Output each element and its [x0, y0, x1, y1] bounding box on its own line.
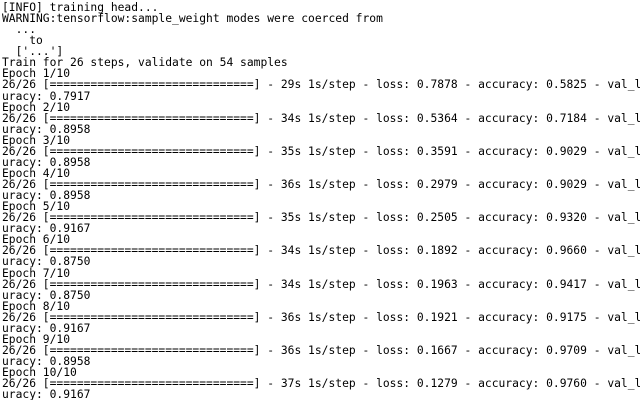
epoch-progress-line: 26/26 [==============================] -…: [2, 111, 640, 125]
epoch-progress-line: 26/26 [==============================] -…: [2, 178, 640, 191]
epoch-metrics-continuation-line: uracy: 0.9167: [2, 222, 91, 236]
epoch-header-line: Epoch 7/10: [2, 266, 71, 280]
log-header-line: Train for 26 steps, validate on 54 sampl…: [2, 56, 288, 70]
epoch-progress-line: 26/26 [==============================] -…: [2, 144, 640, 158]
log-header-line: [INFO] training head...: [2, 1, 159, 14]
epoch-metrics-continuation-line: uracy: 0.9167: [2, 321, 91, 335]
epoch-header-line: Epoch 1/10: [2, 67, 71, 81]
epoch-metrics-continuation-line: uracy: 0.7917: [2, 89, 91, 103]
log-header-line: ...: [2, 23, 37, 37]
epoch-metrics-continuation-line: uracy: 0.8750: [2, 288, 91, 302]
epoch-header-line: Epoch 3/10: [2, 133, 71, 147]
epoch-progress-line: 26/26 [==============================] -…: [2, 78, 640, 92]
epoch-progress-line: 26/26 [==============================] -…: [2, 277, 640, 291]
epoch-progress-line: 26/26 [==============================] -…: [2, 343, 640, 357]
epoch-header-line: Epoch 9/10: [2, 332, 71, 346]
epoch-header-line: Epoch 2/10: [2, 100, 71, 114]
epoch-metrics-continuation-line: uracy: 0.8958: [2, 355, 91, 368]
epoch-progress-line: 26/26 [==============================] -…: [2, 310, 640, 324]
epoch-progress-line: 26/26 [==============================] -…: [2, 244, 640, 258]
epoch-metrics-continuation-line: uracy: 0.8958: [2, 155, 91, 169]
epoch-header-line: Epoch 10/10: [2, 366, 77, 380]
log-header-line: to: [2, 34, 43, 48]
epoch-progress-line: 26/26 [==============================] -…: [2, 377, 640, 391]
epoch-metrics-continuation-line: uracy: 0.8958: [2, 122, 91, 136]
epoch-metrics-continuation-line: uracy: 0.8750: [2, 255, 91, 269]
log-header-line: ['...']: [2, 45, 64, 59]
epoch-header-line: Epoch 5/10: [2, 200, 71, 214]
epoch-progress-line: 26/26 [==============================] -…: [2, 211, 640, 225]
epoch-metrics-continuation-line: uracy: 0.8958: [2, 189, 91, 203]
epoch-metrics-continuation-line: uracy: 0.9167: [2, 388, 91, 400]
epoch-header-line: Epoch 4/10: [2, 166, 71, 180]
epoch-header-line: Epoch 6/10: [2, 233, 71, 247]
log-header-line: WARNING:tensorflow:sample_weight modes w…: [2, 12, 383, 26]
epoch-header-line: Epoch 8/10: [2, 299, 71, 313]
